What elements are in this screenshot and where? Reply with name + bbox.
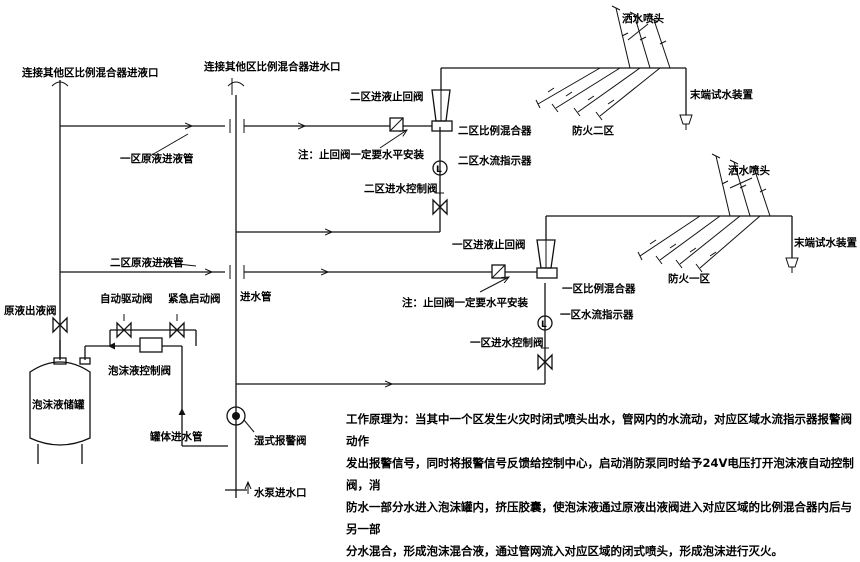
- label-connect-other-water: 连接其他区比例混合器进水口: [204, 60, 341, 73]
- zone1-check-valve-slash: [491, 264, 506, 279]
- description-line: 发出报警信号，同时将报警信号反馈给控制中心，启动消防泵同时给予24V电压打开泡沫…: [346, 456, 854, 492]
- label-fire-zone2: 防火二区: [572, 124, 614, 137]
- label-connect-other-liquid: 连接其他区比例混合器进液口: [22, 66, 159, 79]
- label-zone1-mixer: 一区比例混合器: [562, 282, 636, 295]
- wet-alarm-valve-core: [232, 412, 240, 420]
- label-liquid-outlet-valve: 原液出液阀: [4, 304, 57, 317]
- zone2-control-valve-icon: [432, 198, 448, 216]
- label-tank-inlet-pipe: 罐体进水管: [149, 430, 203, 443]
- water-top-fitting: [227, 81, 245, 87]
- label-zone1-liquid-pipe: 一区原液进液管: [120, 152, 194, 165]
- zone2-check-valve-icon: [389, 117, 404, 132]
- description-line: 防水一部分水进入泡沫罐内，挤压胶囊，使泡沫液通过原液出液阀进入对应区域的比例混合…: [346, 500, 852, 536]
- foam-tank-icon: [29, 361, 91, 446]
- zone2-flow-indicator-glyph: L: [436, 165, 442, 175]
- label-zone2-liquid-pipe: 二区原液进液管: [110, 256, 184, 269]
- wet-alarm-valve-icon: [226, 406, 246, 426]
- liquid-outlet-valve-icon: [52, 316, 68, 334]
- label-end-test-zone2: 末端试水装置: [690, 88, 753, 101]
- zone2-end-test-icon: [679, 114, 693, 125]
- label-zone2-flow-indicator: 二区水流指示器: [458, 154, 532, 167]
- zone2-mixer-body: [431, 120, 453, 132]
- zone1-liquid-label-leader: [149, 133, 189, 157]
- label-sprinkler-zone2: 洒水喷头: [622, 12, 664, 25]
- liquid-top-fitting: [51, 81, 69, 87]
- emergency-valve-icon: [169, 321, 185, 339]
- zone2-sprinkler-branches: [535, 5, 671, 121]
- label-zone2-mixer: 二区比例混合器: [458, 124, 532, 137]
- zone2-sprinkler-leader: [627, 23, 649, 41]
- zone2-liquid-label-leader: [159, 261, 197, 267]
- label-wet-alarm-valve: 湿式报警阀: [254, 434, 307, 447]
- description-line: 分水混合，形成泡沫混合液，通过管网流入对应区域的闭式喷头，形成泡沫进行灭火。: [346, 544, 783, 558]
- label-emergency-valve: 紧急启动阀: [168, 292, 221, 305]
- zone1-mixer-body: [536, 267, 558, 279]
- label-zone1-flow-indicator: 一区水流指示器: [560, 308, 634, 321]
- tank-top-flange: [53, 357, 67, 365]
- zone1-sprinkler-leader: [729, 177, 753, 189]
- label-zone2-control-valve: 二区进水控制阀: [364, 182, 438, 195]
- label-auto-drive-valve: 自动驱动阀: [100, 292, 153, 305]
- zone1-sprinkler-branches: [637, 153, 771, 273]
- label-note-zone2: 注：止回阀一定要水平安装: [298, 148, 424, 161]
- label-sprinkler-zone1: 洒水喷头: [728, 164, 770, 177]
- label-foam-tank: 泡沫液储罐: [32, 398, 85, 411]
- zone2-note-leader: [379, 130, 407, 149]
- zone2-flow-indicator-icon: [432, 160, 448, 176]
- label-note-zone1: 注：止回阀一定要水平安装: [402, 296, 528, 309]
- label-fire-zone1: 防火一区: [668, 272, 710, 285]
- zone1-end-test-icon: [785, 257, 799, 268]
- wet-alarm-leader: [243, 419, 255, 433]
- piping-schematic: L L: [4, 5, 857, 499]
- zone1-flow-indicator-glyph: L: [541, 320, 547, 330]
- label-end-test-zone1: 末端试水装置: [794, 236, 857, 249]
- working-principle-text: 工作原理为：当其中一个区发生火灾时闭式喷头出水，管网内的水流动，对应区域水流指示…: [346, 408, 854, 562]
- label-zone1-control-valve: 一区进水控制阀: [470, 336, 544, 349]
- label-water-inlet-pipe: 进水管: [240, 290, 272, 303]
- label-zone2-check-valve: 二区进液止回阀: [350, 90, 424, 103]
- label-pump-inlet: 水泵进水口: [253, 486, 307, 499]
- label-foam-control-valve: 泡沫液控制阀: [108, 364, 171, 377]
- description-line: 工作原理为：当其中一个区发生火灾时闭式喷头出水，管网内的水流动，对应区域水流指示…: [346, 412, 852, 448]
- auto-drive-valve-icon: [116, 321, 132, 339]
- zone2-mixer-cone: [431, 89, 451, 122]
- foam-system-diagram: L L: [4, 5, 857, 558]
- foam-control-valve-icon: [139, 337, 163, 353]
- zone2-check-valve-slash: [389, 117, 404, 132]
- zone1-note-leader: [479, 277, 509, 293]
- zone1-mixer-cone: [536, 239, 556, 269]
- zone1-control-valve-icon: [537, 353, 553, 371]
- zone1-flow-indicator-icon: [537, 315, 553, 331]
- label-zone1-check-valve: 一区进液止回阀: [452, 238, 526, 251]
